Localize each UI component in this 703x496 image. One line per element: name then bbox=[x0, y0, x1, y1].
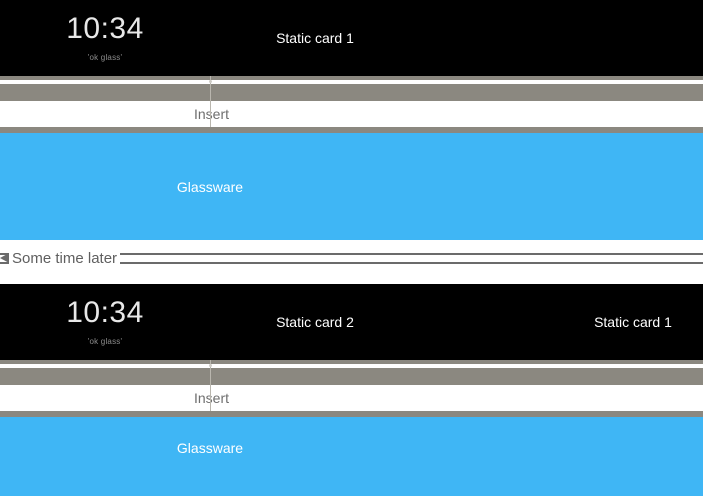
timeline-rail-top-1 bbox=[0, 76, 703, 80]
operation-label-insert-1: Insert bbox=[194, 106, 230, 122]
connector-hairline-2 bbox=[210, 360, 211, 411]
timeline-rail-2 bbox=[0, 368, 703, 385]
clock-card-1: 10:34 'ok glass' bbox=[0, 0, 210, 76]
connector-node-2 bbox=[209, 364, 212, 367]
clock-card-2: 10:34 'ok glass' bbox=[0, 284, 210, 360]
timeline-rail-top-2 bbox=[0, 360, 703, 364]
operation-band-1: Insert bbox=[0, 101, 703, 127]
clock-time: 10:34 bbox=[66, 12, 144, 45]
connector-node-1 bbox=[209, 80, 212, 83]
time-divider-label: Some time later bbox=[9, 251, 121, 266]
time-divider-rule-bottom bbox=[0, 262, 703, 264]
arrow-left-icon bbox=[0, 252, 11, 264]
ok-glass-hint: 'ok glass' bbox=[87, 337, 123, 346]
connector-hairline-1 bbox=[210, 76, 211, 127]
time-divider: Some time later bbox=[0, 240, 703, 275]
operation-band-2: Insert bbox=[0, 385, 703, 411]
glassware-label-2: Glassware bbox=[176, 440, 244, 456]
static-card-2: Static card 2 bbox=[276, 314, 354, 330]
operation-label-insert-2: Insert bbox=[194, 390, 230, 406]
static-card-1: Static card 1 bbox=[276, 30, 354, 46]
glassware-band-1: Glassware bbox=[0, 133, 703, 240]
clock-time: 10:34 bbox=[66, 296, 144, 329]
static-card-1: Static card 1 bbox=[594, 314, 672, 330]
time-divider-rule-top bbox=[0, 253, 703, 255]
timeline-strip-2: 10:34 'ok glass' Static card 2 Static ca… bbox=[0, 284, 703, 360]
timeline-rail-1 bbox=[0, 84, 703, 101]
timeline-strip-1: 10:34 'ok glass' Static card 1 bbox=[0, 0, 703, 76]
ok-glass-hint: 'ok glass' bbox=[87, 53, 123, 62]
glassware-rail-1 bbox=[0, 127, 703, 133]
glassware-label-1: Glassware bbox=[176, 178, 244, 195]
glassware-rail-2 bbox=[0, 411, 703, 417]
glassware-band-2: Glassware bbox=[0, 417, 703, 496]
